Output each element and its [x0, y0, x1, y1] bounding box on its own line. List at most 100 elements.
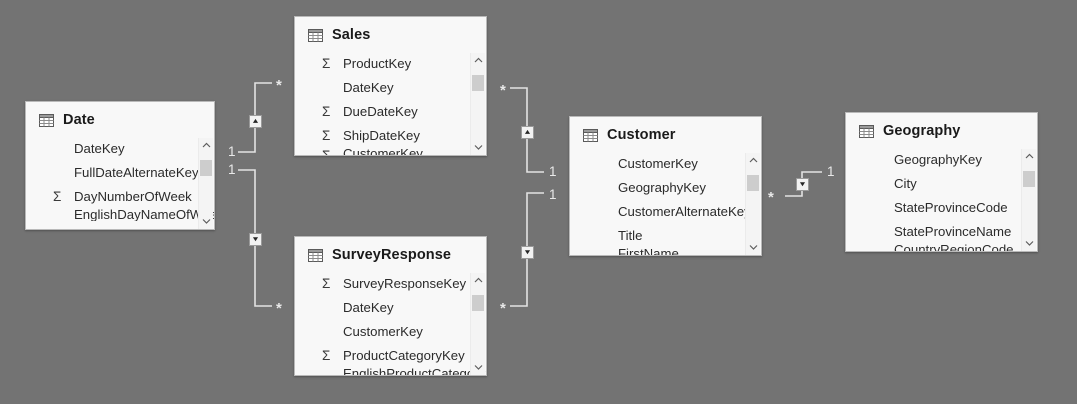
field-row[interactable]: EnglishProductCategoryName: [295, 368, 486, 376]
field-row[interactable]: Σ CustomerKey: [295, 148, 486, 156]
filter-direction-arrow-icon[interactable]: [249, 233, 262, 246]
cardinality-one-label: 1: [827, 164, 835, 179]
scroll-up-chevron-icon[interactable]: [199, 138, 213, 153]
filter-direction-arrow-icon[interactable]: [521, 126, 534, 139]
scrollbar-thumb[interactable]: [1023, 171, 1035, 187]
table-title: Customer: [607, 127, 676, 143]
field-label: DateKey: [343, 300, 394, 315]
scroll-down-chevron-icon[interactable]: [746, 240, 760, 255]
field-label: CustomerKey: [343, 324, 423, 339]
table-title: Sales: [332, 27, 371, 43]
field-row[interactable]: CustomerAlternateKey: [570, 200, 761, 224]
field-label: DateKey: [343, 80, 394, 95]
field-label: CustomerAlternateKey: [618, 204, 751, 219]
field-row[interactable]: StateProvinceName: [846, 220, 1037, 244]
table-header-geography[interactable]: Geography: [846, 113, 1037, 147]
filter-direction-arrow-icon[interactable]: [796, 178, 809, 191]
scroll-down-chevron-icon[interactable]: [471, 140, 485, 155]
field-label: GeographyKey: [894, 152, 982, 167]
sigma-aggregate-icon: Σ: [322, 348, 331, 364]
field-row[interactable]: City: [846, 172, 1037, 196]
field-label: DateKey: [74, 141, 125, 156]
field-row[interactable]: Σ ProductCategoryKey: [295, 344, 486, 368]
field-row[interactable]: Title: [570, 224, 761, 248]
field-row[interactable]: DateKey: [295, 296, 486, 320]
table-header-date[interactable]: Date: [26, 102, 214, 136]
filter-direction-arrow-icon[interactable]: [249, 115, 262, 128]
field-list-scrollbar[interactable]: [1021, 149, 1036, 251]
table-grid-icon: [583, 128, 598, 142]
scrollbar-thumb[interactable]: [472, 75, 484, 91]
field-label: ShipDateKey: [343, 128, 420, 143]
field-list-scrollbar[interactable]: [745, 153, 760, 255]
sigma-aggregate-icon: Σ: [322, 104, 331, 120]
field-label: EnglishDayNameOfWeek: [74, 209, 214, 221]
table-header-surveyresponse[interactable]: SurveyResponse: [295, 237, 486, 271]
scroll-down-chevron-icon[interactable]: [471, 360, 485, 375]
sigma-aggregate-icon: Σ: [322, 128, 331, 144]
field-row[interactable]: CustomerKey: [295, 320, 486, 344]
field-label: SurveyResponseKey: [343, 276, 467, 291]
cardinality-one-label: 1: [228, 144, 236, 159]
field-label: GeographyKey: [618, 180, 706, 195]
sigma-aggregate-icon: Σ: [322, 276, 331, 292]
field-list-scrollbar[interactable]: [198, 138, 213, 229]
scrollbar-thumb[interactable]: [200, 160, 212, 176]
field-label: ProductCategoryKey: [343, 348, 465, 363]
field-row[interactable]: Σ ShipDateKey: [295, 124, 486, 148]
field-row[interactable]: GeographyKey: [846, 148, 1037, 172]
sigma-aggregate-icon: Σ: [322, 148, 331, 156]
scrollbar-thumb[interactable]: [472, 295, 484, 311]
field-label: CountryRegionCode: [894, 244, 1014, 252]
field-row[interactable]: EnglishDayNameOfWeek: [26, 209, 214, 221]
sigma-aggregate-icon: Σ: [53, 189, 62, 205]
table-grid-icon: [39, 113, 54, 127]
cardinality-many-label: *: [276, 300, 282, 317]
field-label: CustomerKey: [618, 156, 698, 171]
field-row[interactable]: GeographyKey: [570, 176, 761, 200]
scroll-down-chevron-icon[interactable]: [1022, 236, 1036, 251]
field-label: EnglishProductCategoryName: [343, 368, 486, 376]
table-header-sales[interactable]: Sales: [295, 17, 486, 51]
table-header-customer[interactable]: Customer: [570, 117, 761, 151]
field-row[interactable]: DateKey: [26, 137, 214, 161]
field-row[interactable]: CountryRegionCode: [846, 244, 1037, 252]
field-list-scrollbar[interactable]: [470, 53, 485, 155]
field-label: CustomerKey: [343, 148, 423, 156]
scroll-up-chevron-icon[interactable]: [471, 53, 485, 68]
field-row[interactable]: Σ SurveyResponseKey: [295, 272, 486, 296]
field-label: StateProvinceName: [894, 224, 1012, 239]
cardinality-many-label: *: [768, 189, 774, 206]
table-title: SurveyResponse: [332, 247, 452, 263]
scroll-up-chevron-icon[interactable]: [746, 153, 760, 168]
table-grid-icon: [859, 124, 874, 138]
scrollbar-thumb[interactable]: [747, 175, 759, 191]
field-label: ProductKey: [343, 56, 412, 71]
scroll-up-chevron-icon[interactable]: [1022, 149, 1036, 164]
field-row[interactable]: StateProvinceCode: [846, 196, 1037, 220]
scroll-up-chevron-icon[interactable]: [471, 273, 485, 288]
cardinality-many-label: *: [500, 82, 506, 99]
field-row[interactable]: FirstName: [570, 248, 761, 255]
table-title: Date: [63, 112, 95, 128]
field-row[interactable]: CustomerKey: [570, 152, 761, 176]
field-row[interactable]: FullDateAlternateKey: [26, 161, 214, 185]
cardinality-one-label: 1: [549, 187, 557, 202]
field-list-scrollbar[interactable]: [470, 273, 485, 375]
field-row[interactable]: DateKey: [295, 76, 486, 100]
filter-direction-arrow-icon[interactable]: [521, 246, 534, 259]
scroll-down-chevron-icon[interactable]: [199, 214, 213, 229]
